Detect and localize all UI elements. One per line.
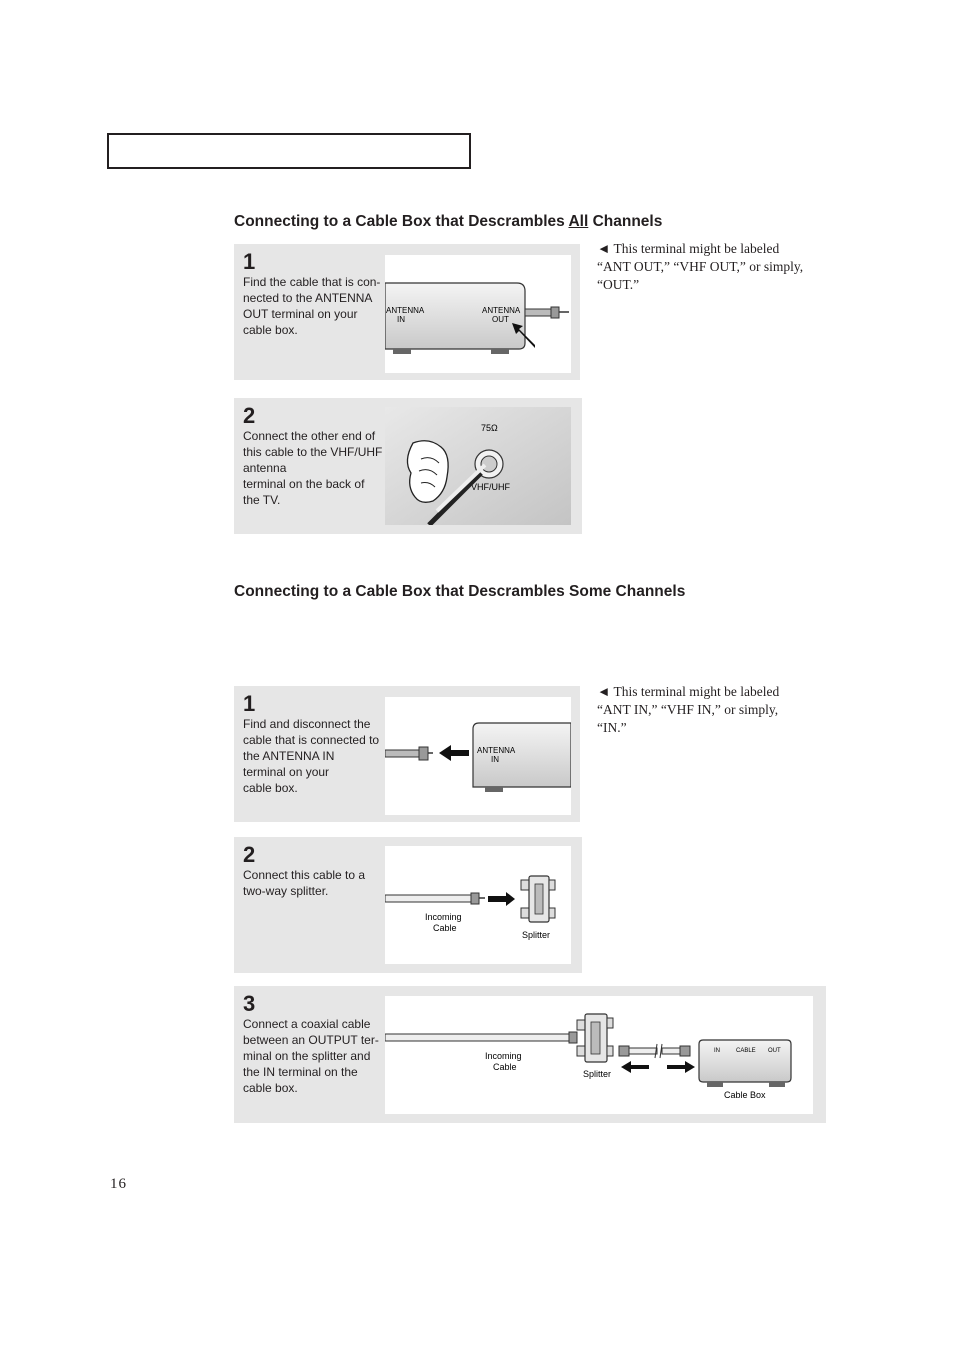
step-some-2: 2 Connect this cable to a two-way splitt… — [234, 837, 582, 973]
step-instruction: Find the cable that is con- nected to th… — [243, 275, 381, 337]
antenna-in-label: ANTENNA — [386, 306, 425, 315]
step-number: 3 — [243, 991, 256, 1016]
svg-text:IN: IN — [491, 755, 499, 764]
splitter-label: Splitter — [583, 1069, 611, 1079]
section-title-all: Connecting to a Cable Box that Descrambl… — [234, 213, 663, 230]
vhf-uhf-label: VHF/UHF — [471, 482, 510, 492]
step-number: 1 — [243, 249, 256, 274]
underlined-word: All — [568, 213, 589, 230]
header-box — [107, 133, 471, 169]
ohm-label: 75Ω — [481, 423, 498, 433]
splitter-label: Splitter — [522, 930, 550, 940]
step-number: 2 — [243, 842, 256, 867]
box-out-label: OUT — [768, 1048, 781, 1054]
box-cable-label: CABLE — [736, 1048, 756, 1054]
antenna-in-label: ANTENNA — [477, 746, 516, 755]
disconnect-illustration: ANTENNA IN — [385, 697, 571, 815]
step-all-2: 2 Connect the other end of this cable to… — [234, 398, 582, 534]
step-instruction: Connect this cable to a two-way splitter… — [243, 868, 366, 898]
splitter-illustration: Incoming Cable Splitter — [385, 846, 571, 964]
tv-vhf-illustration: 75Ω VHF/UHF — [385, 407, 571, 525]
incoming-cable-label: Incoming — [485, 1051, 522, 1061]
full-connection-illustration: IN CABLE OUT Incoming Cable Splitter Cab… — [385, 996, 813, 1114]
note-ant-in: ◄ This terminal might be labeled “ANT IN… — [597, 684, 780, 735]
svg-text:Cable: Cable — [433, 923, 457, 933]
step-some-3: 3 Connect a coaxial cable between an OUT… — [234, 986, 826, 1123]
step-some-1: 1 Find and disconnect the cable that is … — [234, 686, 580, 822]
page-number: 16 — [110, 1176, 127, 1192]
step-number: 2 — [243, 403, 256, 428]
step-number: 1 — [243, 691, 256, 716]
step-instruction: Connect the other end of this cable to t… — [243, 429, 383, 507]
svg-text:OUT: OUT — [492, 315, 509, 324]
svg-text:IN: IN — [397, 315, 405, 324]
section-title-some: Connecting to a Cable Box that Descrambl… — [234, 583, 686, 600]
step-instruction: Connect a coaxial cable between an OUTPU… — [243, 1017, 379, 1095]
box-in-label: IN — [714, 1048, 720, 1054]
cable-box-out-illustration: ANTENNA IN ANTENNA OUT — [385, 255, 571, 373]
cable-box-label: Cable Box — [724, 1090, 766, 1100]
antenna-out-label: ANTENNA — [482, 306, 521, 315]
svg-text:Cable: Cable — [493, 1062, 517, 1072]
note-ant-out: ◄ This terminal might be labeled “ANT OU… — [597, 241, 804, 292]
step-instruction: Find and disconnect the cable that is co… — [243, 717, 380, 795]
step-all-1: 1 Find the cable that is con- nected to … — [234, 244, 580, 380]
incoming-cable-label: Incoming — [425, 912, 462, 922]
